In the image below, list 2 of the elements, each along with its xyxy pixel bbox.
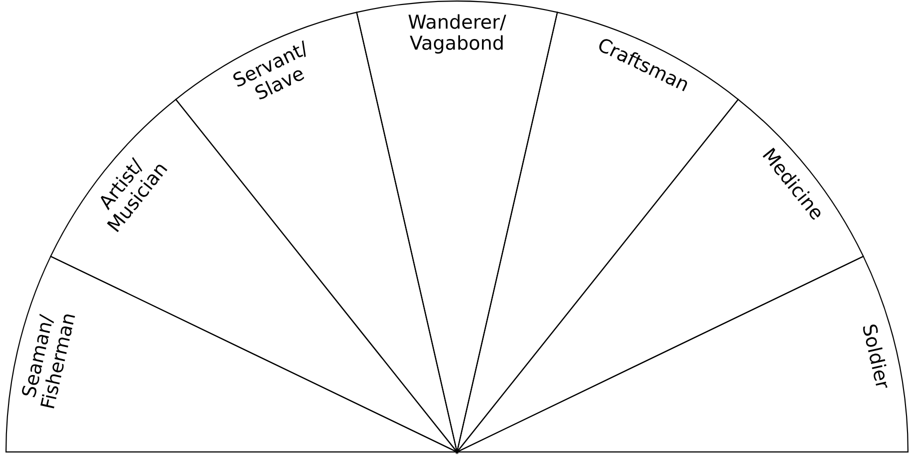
sector: Soldier: [456, 256, 909, 453]
sector: Wanderer/ Vagabond: [356, 0, 558, 453]
